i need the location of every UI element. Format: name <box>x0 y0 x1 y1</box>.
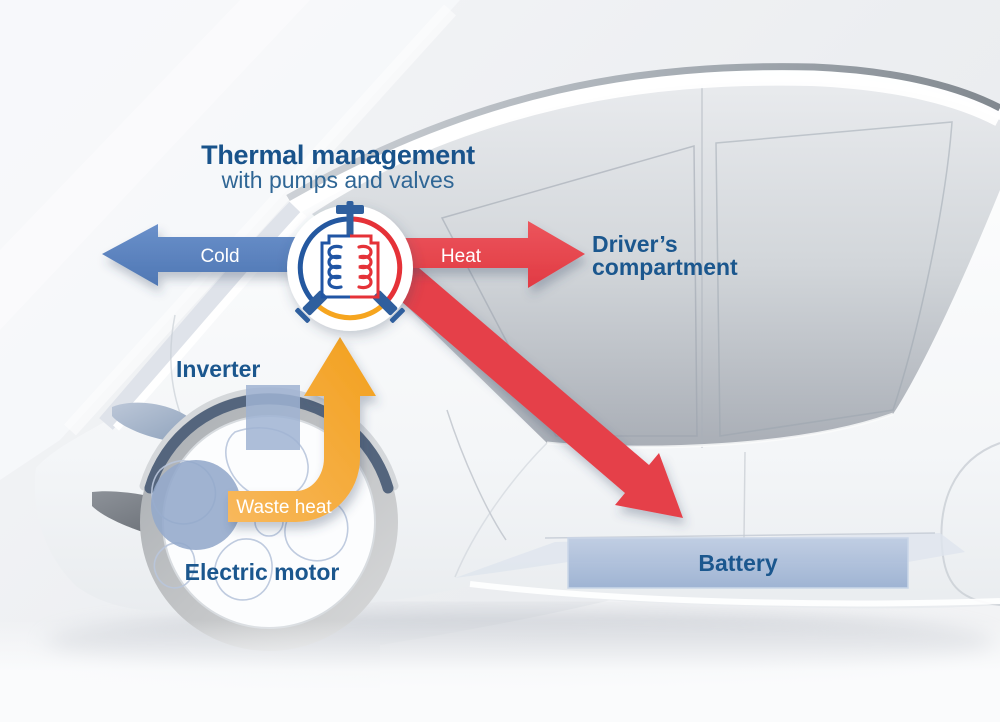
heat-to-battery-arrow-icon <box>374 250 683 518</box>
drivers-compartment-label-line2: compartment <box>592 254 738 280</box>
body-crease <box>454 442 548 578</box>
icon-ring-blue <box>297 216 351 305</box>
battery-box: Battery <box>567 537 909 589</box>
ground <box>0 620 1000 722</box>
front-door-line <box>446 409 507 541</box>
heat-arrow-icon <box>385 221 585 288</box>
waste-heat-label: Waste heat <box>236 497 332 518</box>
heat-label: Heat <box>441 246 482 267</box>
icon-exchanger-red-outline <box>350 234 380 299</box>
thermal-management-valve-icon <box>287 201 413 331</box>
roof-edge <box>286 63 1000 202</box>
cold-arrow-icon <box>102 224 330 286</box>
diagram-subtitle: with pumps and valves <box>221 167 455 193</box>
icon-coil-blue <box>327 244 343 290</box>
sill-highlight <box>469 581 1000 607</box>
inverter-marker <box>246 385 300 450</box>
icon-valve-top <box>336 201 364 236</box>
icon-coil-red <box>357 244 373 290</box>
icon-ring-orange <box>313 301 387 321</box>
icon-ring-red <box>349 216 403 305</box>
cold-label: Cold <box>200 246 239 267</box>
electric-motor-label: Electric motor <box>185 559 340 585</box>
drivers-compartment-label-line1: Driver’s <box>592 231 678 257</box>
roof-band <box>287 65 1000 215</box>
inverter-label: Inverter <box>176 356 260 382</box>
electric-motor-marker <box>151 460 241 550</box>
rear-window-outline <box>715 121 953 437</box>
a-pillar-band <box>99 201 303 430</box>
icon-exchanger-blue-outline <box>320 234 350 299</box>
waste-heat-arrow-icon <box>228 337 376 522</box>
diagram-title: Thermal management <box>201 140 475 170</box>
battery-label: Battery <box>698 550 777 576</box>
rear-door-line <box>743 451 746 539</box>
